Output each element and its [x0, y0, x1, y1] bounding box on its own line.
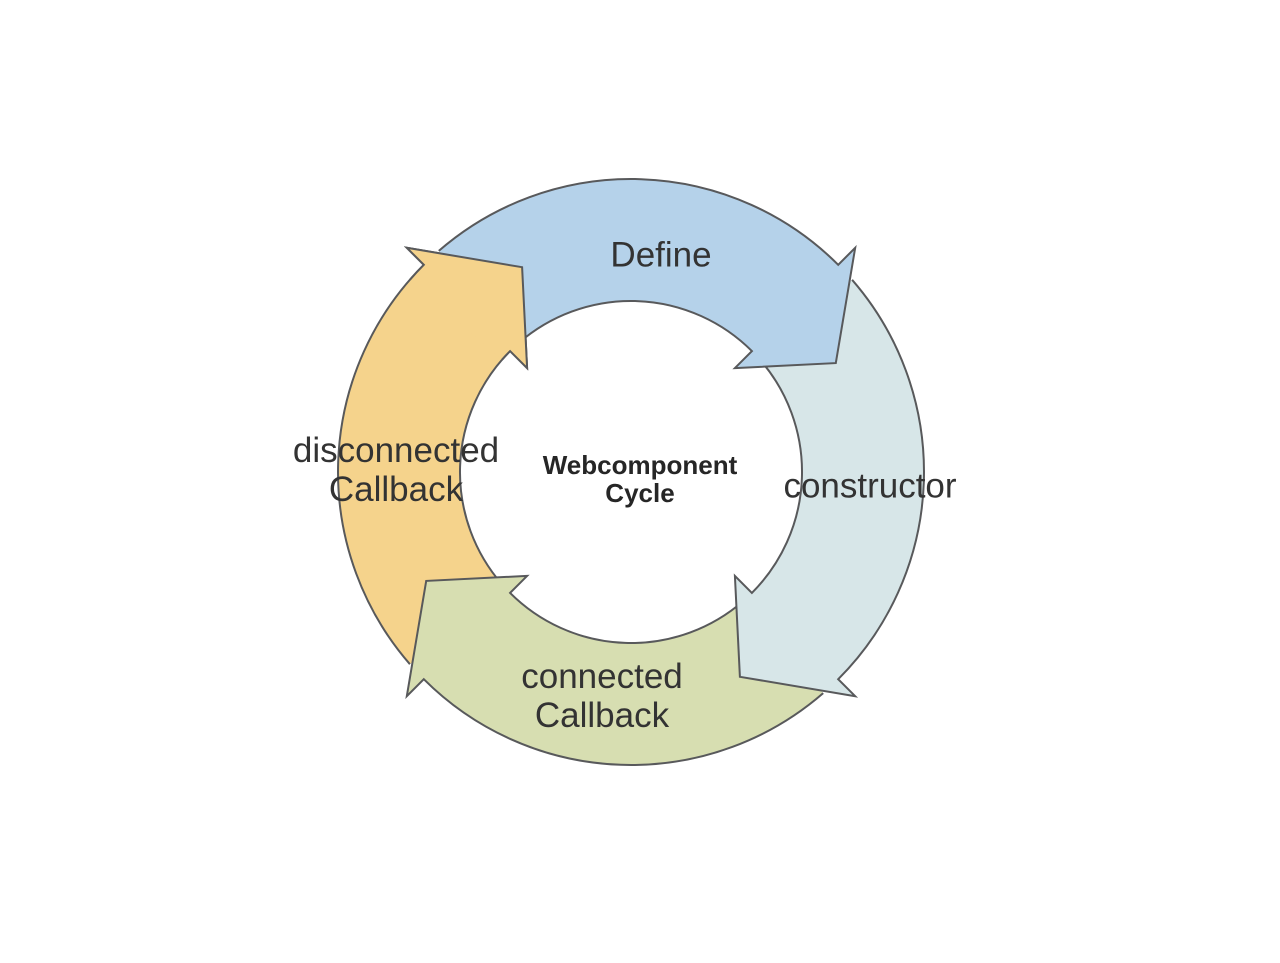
disconnected-callback-arrow-head-overlay	[403, 246, 529, 371]
segment-label-connected-callback: connected Callback	[521, 657, 683, 735]
segment-label-constructor: constructor	[783, 466, 957, 506]
segment-label-define: Define	[610, 235, 712, 275]
constructor-arrow	[733, 279, 925, 698]
segment-label-disconnected-callback: disconnected Callback	[292, 431, 500, 509]
diagram-center-title: Webcomponent Cycle	[542, 450, 738, 508]
define-arrow	[438, 178, 857, 370]
connected-callback-arrow	[405, 574, 824, 766]
